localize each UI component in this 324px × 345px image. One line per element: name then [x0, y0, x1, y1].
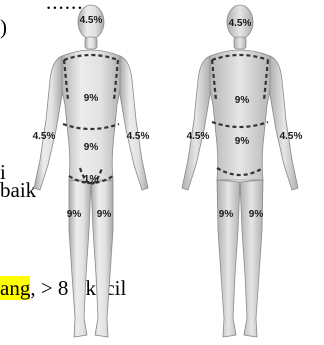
back-left-arm-percent: 4.5%	[187, 131, 210, 142]
front-head-percent: 4.5%	[80, 15, 103, 26]
back-right-arm-percent: 4.5%	[280, 131, 303, 142]
back-lower-percent: 9%	[235, 136, 250, 147]
front-right-arm-percent: 4.5%	[127, 131, 150, 142]
back-right-leg-percent: 9%	[249, 209, 264, 220]
back-head-percent: 4.5%	[229, 18, 252, 29]
front-abdomen-percent: 9%	[84, 142, 99, 153]
front-right-leg-percent: 9%	[97, 209, 112, 220]
front-left-leg-percent: 9%	[67, 209, 82, 220]
front-left-arm-percent: 4.5%	[33, 131, 56, 142]
front-chest-percent: 9%	[84, 93, 99, 104]
front-body-figure	[34, 5, 148, 337]
back-left-leg-percent: 9%	[219, 209, 234, 220]
back-upper-percent: 9%	[235, 95, 250, 106]
front-genital-percent: 1%	[84, 174, 99, 185]
